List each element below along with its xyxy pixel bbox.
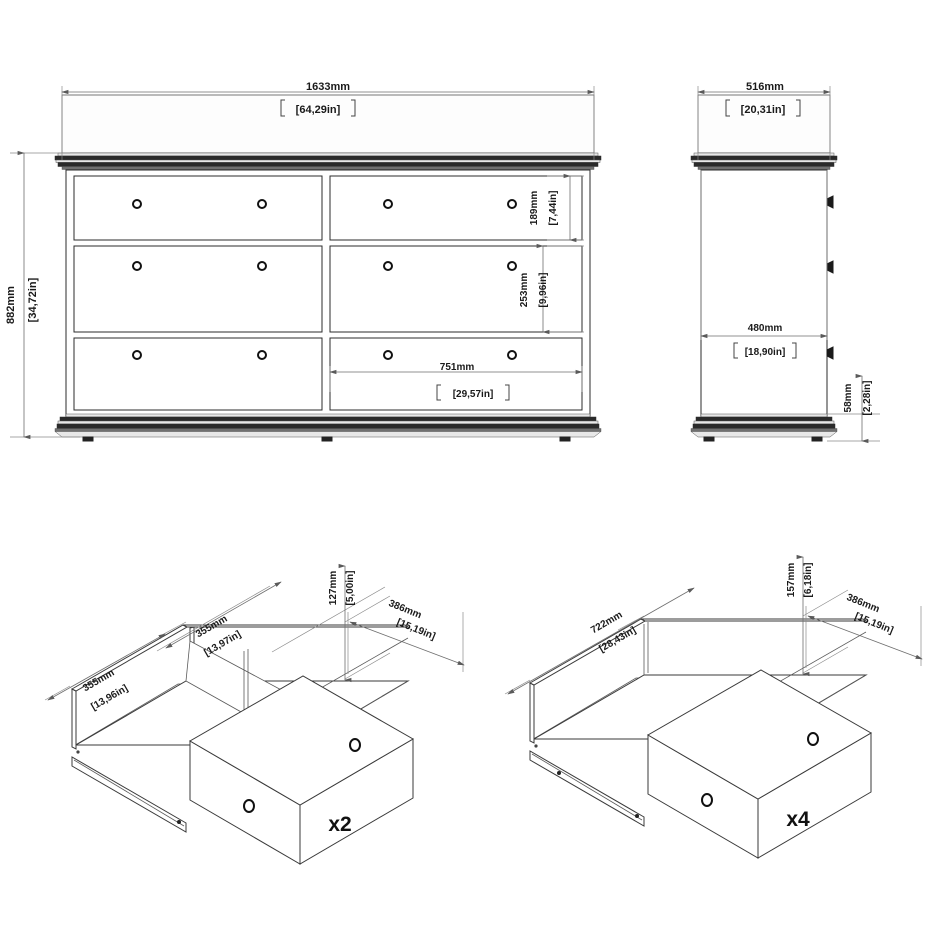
knob-r1c2-right[interactable] bbox=[507, 199, 517, 209]
large-drawer-knobs bbox=[701, 732, 819, 807]
side-foot-right bbox=[811, 436, 823, 442]
label-front-width-inch: [64,29in] bbox=[296, 104, 341, 116]
knob-r2c2-left[interactable] bbox=[383, 261, 393, 271]
knob-r2c1-right[interactable] bbox=[257, 261, 267, 271]
label-front-height-mm: 882mm bbox=[5, 286, 17, 324]
label-small-drawer-quantity: x2 bbox=[328, 813, 351, 836]
dim-line-small-drawer-inner-a bbox=[165, 581, 282, 649]
label-carcass-depth-mm: 480mm bbox=[748, 323, 783, 334]
drawer-front-r2c1[interactable] bbox=[73, 245, 323, 333]
label-large-drawer-quantity: x4 bbox=[786, 808, 810, 831]
drawer-front-r3c1[interactable] bbox=[73, 337, 323, 411]
knob-side-row3[interactable] bbox=[826, 346, 834, 360]
front-elevation-view bbox=[10, 86, 602, 442]
knob-r3c2-right[interactable] bbox=[507, 350, 517, 360]
knob-r1c1-left[interactable] bbox=[132, 199, 142, 209]
label-drawer-mid-height-inch: [9,96in] bbox=[538, 272, 549, 307]
side-top-panel bbox=[697, 94, 831, 154]
label-side-depth-mm: 516mm bbox=[746, 81, 784, 93]
label-large-side-height-mm: 157mm bbox=[786, 563, 797, 598]
knob-small-drawer-left[interactable] bbox=[243, 799, 255, 813]
label-drawer-mid-height-mm: 253mm bbox=[519, 273, 530, 308]
knob-side-row1[interactable] bbox=[826, 195, 834, 209]
front-drawer-knobs bbox=[132, 199, 517, 360]
knob-r3c1-left[interactable] bbox=[132, 350, 142, 360]
knob-r3c1-right[interactable] bbox=[257, 350, 267, 360]
label-large-side-height-inch: [6,18in] bbox=[803, 562, 814, 597]
label-large-depth-mm: 386mm bbox=[845, 592, 881, 615]
side-cornice-molding bbox=[690, 152, 838, 170]
foot-left bbox=[82, 436, 94, 442]
small-drawer-knobs bbox=[243, 738, 361, 813]
label-front-height-inch: [34,72in] bbox=[27, 277, 39, 322]
knob-r1c1-right[interactable] bbox=[257, 199, 267, 209]
knob-r2c2-right[interactable] bbox=[507, 261, 517, 271]
label-drawer-top-height-inch: [7,44in] bbox=[548, 190, 559, 225]
knob-small-drawer-right[interactable] bbox=[349, 738, 361, 752]
label-plinth-height-inch: [2,28in] bbox=[862, 380, 873, 415]
label-drawer-front-width-inch: [29,57in] bbox=[453, 389, 494, 400]
drawer-front-r1c2[interactable] bbox=[329, 175, 583, 241]
knob-large-drawer-left[interactable] bbox=[701, 793, 713, 807]
knob-side-row2[interactable] bbox=[826, 260, 834, 274]
large-drawer-isometric-view bbox=[504, 554, 923, 859]
knob-r3c2-left[interactable] bbox=[383, 350, 393, 360]
large-drawer-left-side bbox=[529, 682, 535, 744]
knob-r2c1-left[interactable] bbox=[132, 261, 142, 271]
side-foot-left bbox=[703, 436, 715, 442]
label-small-side-height-mm: 127mm bbox=[328, 571, 339, 606]
label-small-side-height-inch: [5,00in] bbox=[345, 570, 356, 605]
dim-line-small-drawer-depth bbox=[349, 621, 465, 666]
dim-line-small-drawer-inner-b bbox=[47, 633, 166, 701]
label-small-depth-inch: [15,19in] bbox=[395, 617, 437, 642]
side-base-plinth bbox=[690, 413, 838, 438]
front-top-panel bbox=[61, 94, 595, 154]
label-drawer-front-width-mm: 751mm bbox=[440, 362, 475, 373]
side-elevation-view bbox=[690, 86, 880, 444]
drawer-front-r1c1[interactable] bbox=[73, 175, 323, 241]
label-plinth-height-mm: 58mm bbox=[843, 383, 854, 412]
label-carcass-depth-inch: [18,90in] bbox=[745, 347, 786, 358]
foot-center bbox=[321, 436, 333, 442]
dim-line-large-drawer-width bbox=[507, 587, 695, 695]
label-small-depth-mm: 386mm bbox=[387, 598, 423, 621]
large-drawer-back-panel bbox=[640, 618, 868, 622]
small-drawer-left-side bbox=[71, 688, 77, 750]
label-front-width-mm: 1633mm bbox=[306, 81, 350, 93]
dim-line-large-drawer-depth bbox=[807, 615, 923, 660]
knob-large-drawer-right[interactable] bbox=[807, 732, 819, 746]
front-cornice-molding bbox=[54, 152, 602, 170]
large-drawer-runner bbox=[529, 750, 645, 827]
small-drawer-runner bbox=[71, 756, 187, 833]
front-base-plinth bbox=[54, 413, 602, 438]
foot-right bbox=[559, 436, 571, 442]
label-large-depth-inch: [15,19in] bbox=[853, 611, 895, 636]
label-drawer-top-height-mm: 189mm bbox=[529, 191, 540, 226]
label-side-depth-inch: [20,31in] bbox=[741, 104, 786, 116]
small-drawer-isometric-view bbox=[44, 563, 465, 865]
side-carcass bbox=[700, 169, 828, 417]
side-knobs bbox=[826, 195, 834, 360]
knob-r1c2-left[interactable] bbox=[383, 199, 393, 209]
